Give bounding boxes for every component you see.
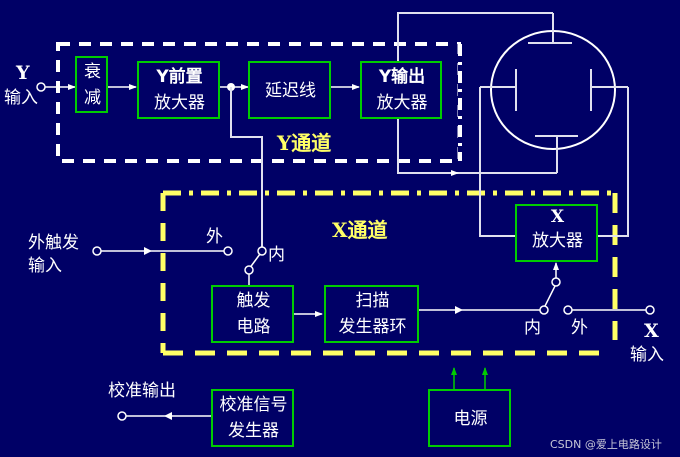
attenuator-block[interactable]: [75, 56, 108, 113]
ext-trigger-label-line1: 外触发: [28, 233, 79, 253]
y-channel-label: Y通道: [277, 131, 332, 155]
y-input-symbol: Y: [16, 62, 30, 84]
sweep-generator-line2: 发生器环: [338, 317, 407, 337]
power-supply-block[interactable]: [428, 389, 511, 447]
wire-xamp-crt-right: [597, 87, 629, 237]
y-input-label: 输入: [4, 88, 38, 108]
x-switch-pivot: [551, 277, 561, 287]
trigger-switch-pivot: [244, 265, 254, 275]
y-channel-frame: [56, 42, 461, 163]
wire-youtamp-crt-top: [397, 12, 553, 63]
x-switch-ext-label: 外: [571, 318, 588, 338]
trigger-switch-ext-contact[interactable]: [223, 246, 233, 256]
delay-line-line1: 延迟线: [265, 81, 316, 101]
trigger-switch-ext-label: 外: [206, 227, 223, 247]
calibration-generator-label: 校准信号 发生器: [212, 392, 295, 444]
y-preamp-block[interactable]: [137, 61, 220, 119]
ext-trigger-terminal[interactable]: [92, 246, 102, 256]
x-switch-int-contact[interactable]: [539, 305, 549, 315]
wire-internal-trigger: [230, 87, 263, 249]
x-amp-label: X 放大器: [516, 205, 599, 253]
watermark: CSDN @爱上电路设计: [550, 438, 662, 451]
x-input-label: 输入: [630, 345, 664, 365]
power-supply-line1: 电源: [453, 409, 488, 429]
sweep-generator-block[interactable]: [324, 285, 419, 343]
x-channel-label: X通道: [332, 218, 388, 242]
trigger-switch-int-label: 内: [268, 245, 285, 265]
y-preamp-line2: 放大器: [154, 93, 205, 113]
y-output-amp-label: Y输出 放大器: [361, 64, 443, 116]
x-amp-block[interactable]: [515, 204, 598, 262]
attenuator-line2: 减: [84, 88, 101, 108]
y-preamp-line1: Y前置: [156, 67, 203, 87]
x-switch-int-label: 内: [524, 318, 541, 338]
trigger-circuit-label: 触发 电路: [212, 288, 295, 340]
trigger-switch-int-contact[interactable]: [257, 246, 267, 256]
x-switch-ext-contact[interactable]: [563, 305, 573, 315]
crt-tube: [490, 30, 616, 150]
wire-xamp-crt-left: [479, 87, 515, 237]
x-input-terminal[interactable]: [645, 305, 655, 315]
trigger-circuit-line1: 触发: [236, 291, 271, 311]
wire-youtamp-crt-bottom: [397, 118, 557, 174]
x-amp-line1: X: [550, 207, 565, 227]
x-amp-line2: 放大器: [532, 231, 583, 251]
sweep-generator-line1: 扫描: [355, 291, 390, 311]
trigger-circuit-line2: 电路: [236, 317, 271, 337]
attenuator-line1: 衰: [84, 62, 101, 82]
sweep-generator-label: 扫描 发生器环: [325, 288, 420, 340]
calibration-output-label: 校准输出: [108, 381, 176, 401]
x-input-symbol: X: [644, 320, 659, 342]
trigger-circuit-block[interactable]: [211, 285, 294, 343]
y-preamp-label: Y前置 放大器: [138, 64, 221, 116]
calibration-generator-block[interactable]: [211, 389, 294, 447]
y-output-amp-block[interactable]: [360, 61, 442, 119]
y-input-terminal[interactable]: [36, 82, 46, 92]
delay-line-label: 延迟线: [249, 78, 332, 104]
delay-line-block[interactable]: [248, 61, 331, 119]
calibration-generator-line1: 校准信号: [219, 395, 288, 415]
power-supply-label: 电源: [429, 406, 512, 432]
y-output-amp-line2: 放大器: [376, 93, 428, 113]
calibration-generator-line2: 发生器: [228, 421, 279, 441]
y-output-amp-line1: Y输出: [378, 67, 426, 87]
calibration-output-terminal[interactable]: [117, 411, 127, 421]
attenuator-label: 衰 减: [76, 59, 109, 111]
x-switch-lever[interactable]: [544, 285, 556, 307]
ext-trigger-label-line2: 输入: [28, 256, 62, 276]
